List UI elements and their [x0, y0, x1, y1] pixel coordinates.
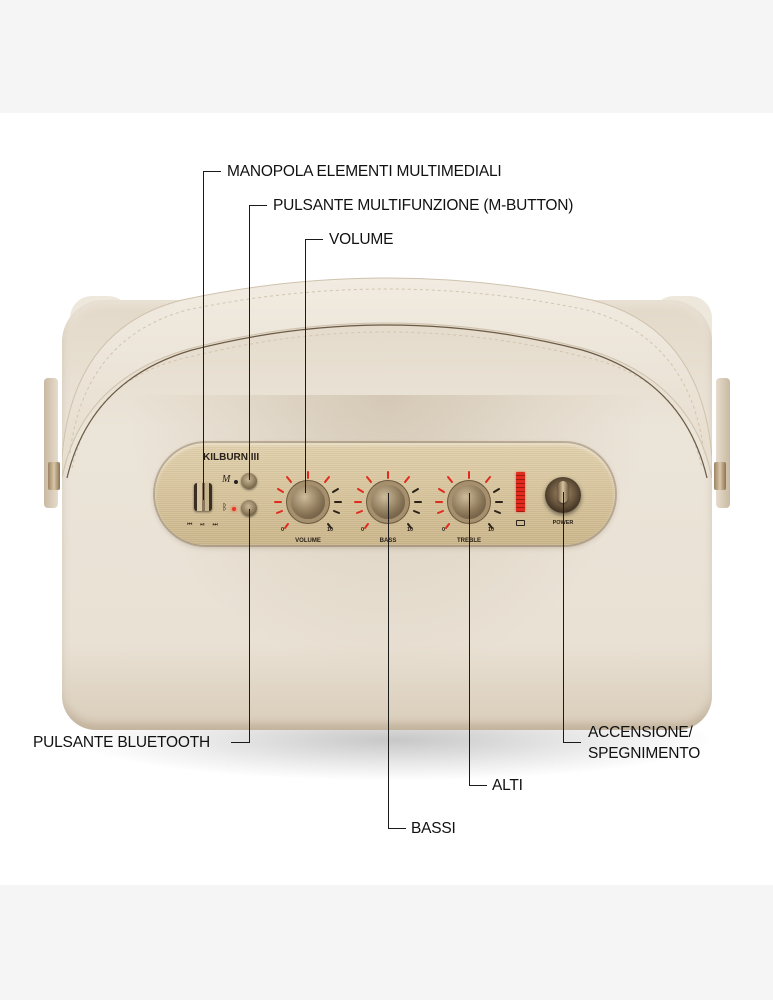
bass-label: BASS — [351, 538, 425, 544]
callout-treble: ALTI — [492, 777, 523, 794]
volume-knob-group: 0 10 VOLUME — [271, 464, 345, 544]
callout-media-knob: MANOPOLA ELEMENTI MULTIMEDIALI — [227, 163, 502, 180]
battery-level-meter — [516, 472, 525, 512]
m-logo-icon: M — [222, 474, 231, 485]
treble-max: 10 — [488, 527, 495, 533]
bluetooth-icon: ᛒ — [222, 502, 228, 512]
callout-m-button: PULSANTE MULTIFUNZIONE (M-BUTTON) — [273, 197, 574, 214]
transport-icons: ⏮ ⏯ ⏭ — [187, 522, 221, 528]
callout-line-bluetooth-h — [231, 742, 250, 743]
bass-max: 10 — [407, 527, 414, 533]
bluetooth-button[interactable] — [241, 500, 257, 516]
volume-max: 10 — [327, 527, 334, 533]
callout-line-bass — [388, 493, 389, 828]
callout-line-m-button — [249, 205, 250, 480]
callout-line-media-knob — [203, 171, 204, 500]
treble-scale-ticks — [435, 471, 503, 529]
callout-line-treble — [469, 493, 470, 785]
treble-min: 0 — [442, 527, 446, 533]
buckle-right — [714, 462, 726, 490]
m-button[interactable] — [241, 473, 257, 489]
callout-line-bass-h — [388, 828, 406, 829]
callout-bass: BASSI — [411, 820, 456, 837]
bottom-gray-band — [0, 885, 773, 1000]
volume-min: 0 — [281, 527, 285, 533]
callout-line-treble-h — [469, 785, 487, 786]
model-name: KILBURN III — [203, 452, 260, 463]
callout-line-power-h — [563, 742, 581, 743]
volume-scale-ticks — [274, 471, 342, 529]
bass-scale-ticks — [354, 471, 422, 529]
top-gray-band — [0, 0, 773, 113]
callout-bluetooth: PULSANTE BLUETOOTH — [33, 734, 210, 751]
callout-line-bluetooth — [249, 509, 250, 742]
callout-power-line2: SPEGNIMENTO — [588, 745, 701, 762]
bass-min: 0 — [361, 527, 365, 533]
volume-label: VOLUME — [295, 538, 321, 544]
callout-line-power — [563, 492, 564, 742]
callout-volume: VOLUME — [329, 231, 394, 248]
callout-line-volume — [305, 239, 306, 493]
callout-line-volume-h — [305, 239, 323, 240]
m-indicator-dot — [234, 480, 238, 484]
volume-knob[interactable] — [291, 485, 325, 519]
battery-icon — [516, 520, 525, 526]
callout-power-line1: ACCENSIONE/ — [588, 724, 693, 741]
leather-handle — [62, 277, 712, 479]
callout-line-m-button-h — [249, 205, 267, 206]
buckle-left — [48, 462, 60, 490]
bluetooth-led — [232, 507, 236, 511]
callout-line-media-knob-h — [203, 171, 221, 172]
